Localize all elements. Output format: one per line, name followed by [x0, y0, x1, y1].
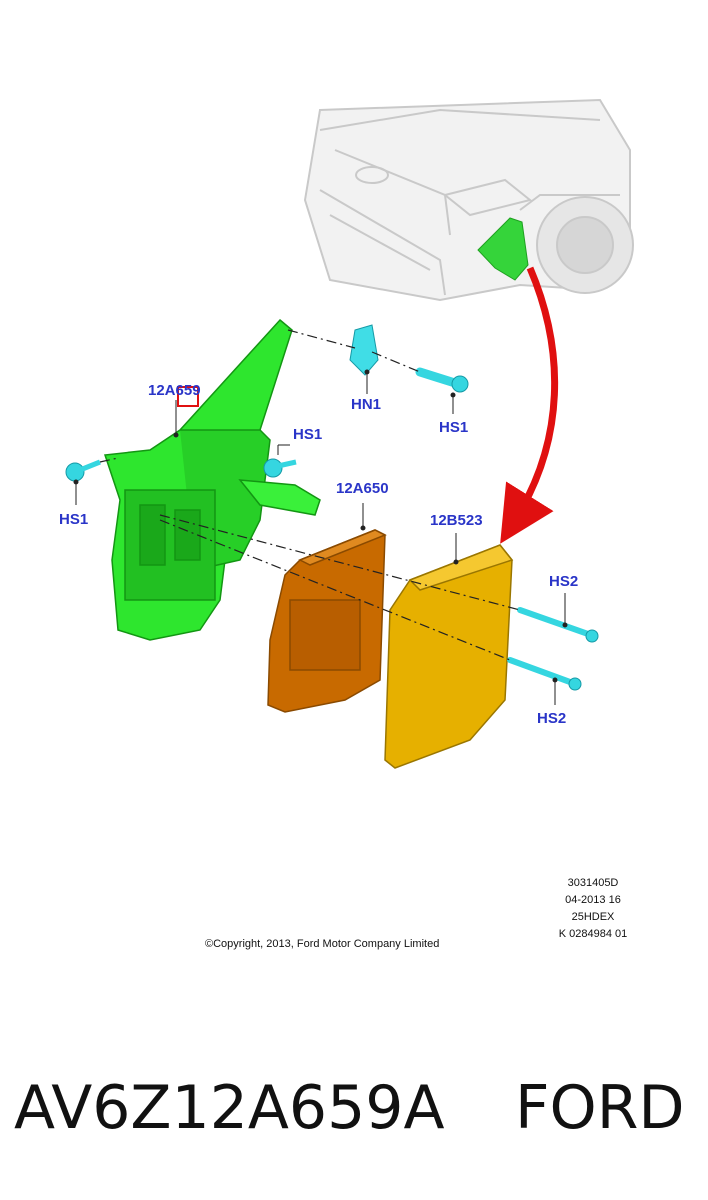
bolt-HS1-left	[65, 459, 101, 482]
label-HN1: HN1	[351, 396, 382, 413]
label-HS1-mid: HS1	[293, 426, 323, 443]
module-12A650	[267, 529, 387, 713]
nut-HN1	[349, 324, 379, 376]
meta-line: 3031405D	[567, 877, 619, 889]
bolt-HS2-upper	[517, 607, 599, 643]
label-12A659: 12A659	[148, 382, 201, 399]
label-HS1-top: HS1	[439, 419, 469, 436]
label-HS2-upper: HS2	[549, 573, 579, 590]
meta-line: K 0284984 01	[558, 928, 628, 940]
selection-marker	[177, 386, 199, 407]
caption-bar: AV6Z12A659A FORD	[0, 1060, 708, 1160]
meta-line: 04-2013 16	[565, 894, 621, 906]
cover-12B523	[384, 544, 514, 769]
bracket-12A659	[103, 318, 321, 641]
bolt-HS2-lower	[507, 657, 582, 691]
bolt-HS1-mid	[263, 458, 297, 478]
label-12B523: 12B523	[430, 512, 483, 529]
meta-line: 25HDEX	[571, 911, 615, 923]
parts-diagram: 12A659 HN1 HS1 HS1 HS1 12A650 12B523 HS2…	[59, 98, 638, 950]
bolt-HS1-top	[415, 367, 469, 393]
car-front-illustration	[303, 98, 634, 302]
part-number: AV6Z12A659A	[14, 1073, 445, 1143]
label-12A650: 12A650	[336, 480, 389, 497]
label-HS2-lower: HS2	[537, 710, 567, 727]
copyright-notice: ©Copyright, 2013, Ford Motor Company Lim…	[205, 938, 440, 950]
drawing-metadata: 3031405D 04-2013 16 25HDEX K 0284984 01	[548, 875, 638, 943]
location-highlight	[477, 217, 529, 281]
brand-name: FORD	[515, 1073, 685, 1143]
location-arrow	[500, 266, 559, 544]
callout-leaders	[73, 369, 568, 705]
label-HS1-left: HS1	[59, 511, 89, 528]
assembly-lines	[99, 329, 521, 661]
